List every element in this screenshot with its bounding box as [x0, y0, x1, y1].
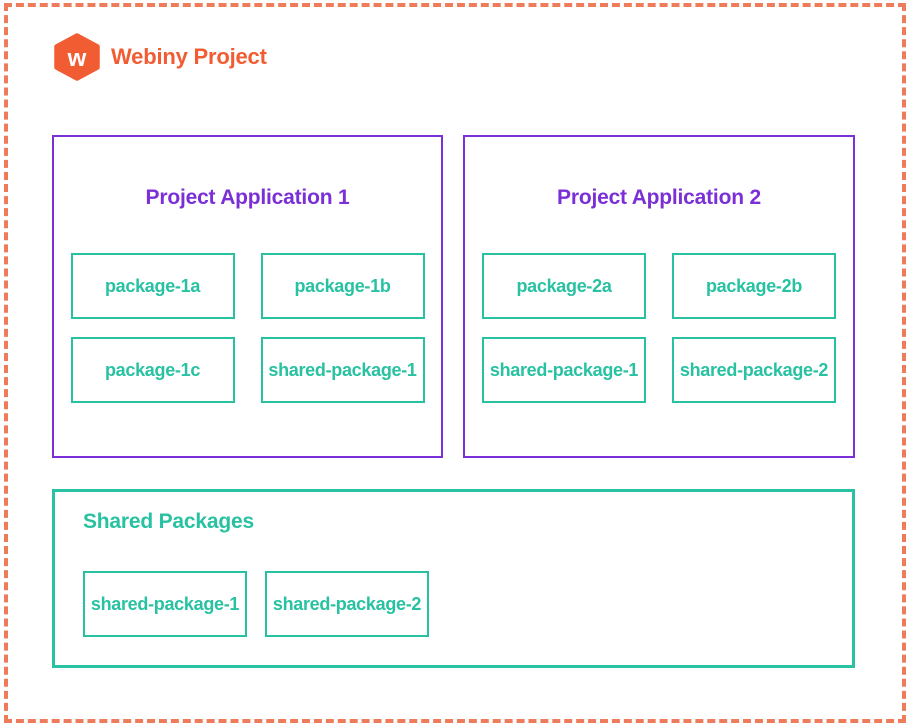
- package-box: shared-package-1: [260, 337, 425, 403]
- header: w Webiny Project: [52, 32, 267, 82]
- project-application-2-box: Project Application 2 package-2a package…: [463, 135, 855, 458]
- package-box: package-1c: [70, 337, 235, 403]
- project-application-2-packages: package-2a package-2b shared-package-1 s…: [465, 253, 853, 403]
- package-box: shared-package-2: [265, 571, 429, 637]
- shared-packages-title: Shared Packages: [83, 510, 254, 533]
- webiny-logo-icon: w: [54, 33, 100, 81]
- project-application-1-title: Project Application 1: [145, 186, 350, 209]
- package-box: package-2a: [482, 253, 646, 319]
- project-application-2-title: Project Application 2: [557, 186, 761, 209]
- page-title: Webiny Project: [111, 44, 267, 69]
- logo-letter: w: [67, 45, 87, 72]
- shared-packages-box: Shared Packages shared-package-1 shared-…: [52, 489, 855, 668]
- package-box: shared-package-2: [672, 337, 836, 403]
- package-box: shared-package-1: [482, 337, 646, 403]
- package-box: package-2b: [672, 253, 836, 319]
- project-application-1-packages: package-1a package-1b package-1c shared-…: [54, 253, 441, 403]
- shared-packages-list: shared-package-1 shared-package-2: [83, 571, 852, 637]
- package-box: package-1a: [70, 253, 235, 319]
- package-box: package-1b: [260, 253, 425, 319]
- package-box: shared-package-1: [83, 571, 247, 637]
- project-application-1-box: Project Application 1 package-1a package…: [52, 135, 443, 458]
